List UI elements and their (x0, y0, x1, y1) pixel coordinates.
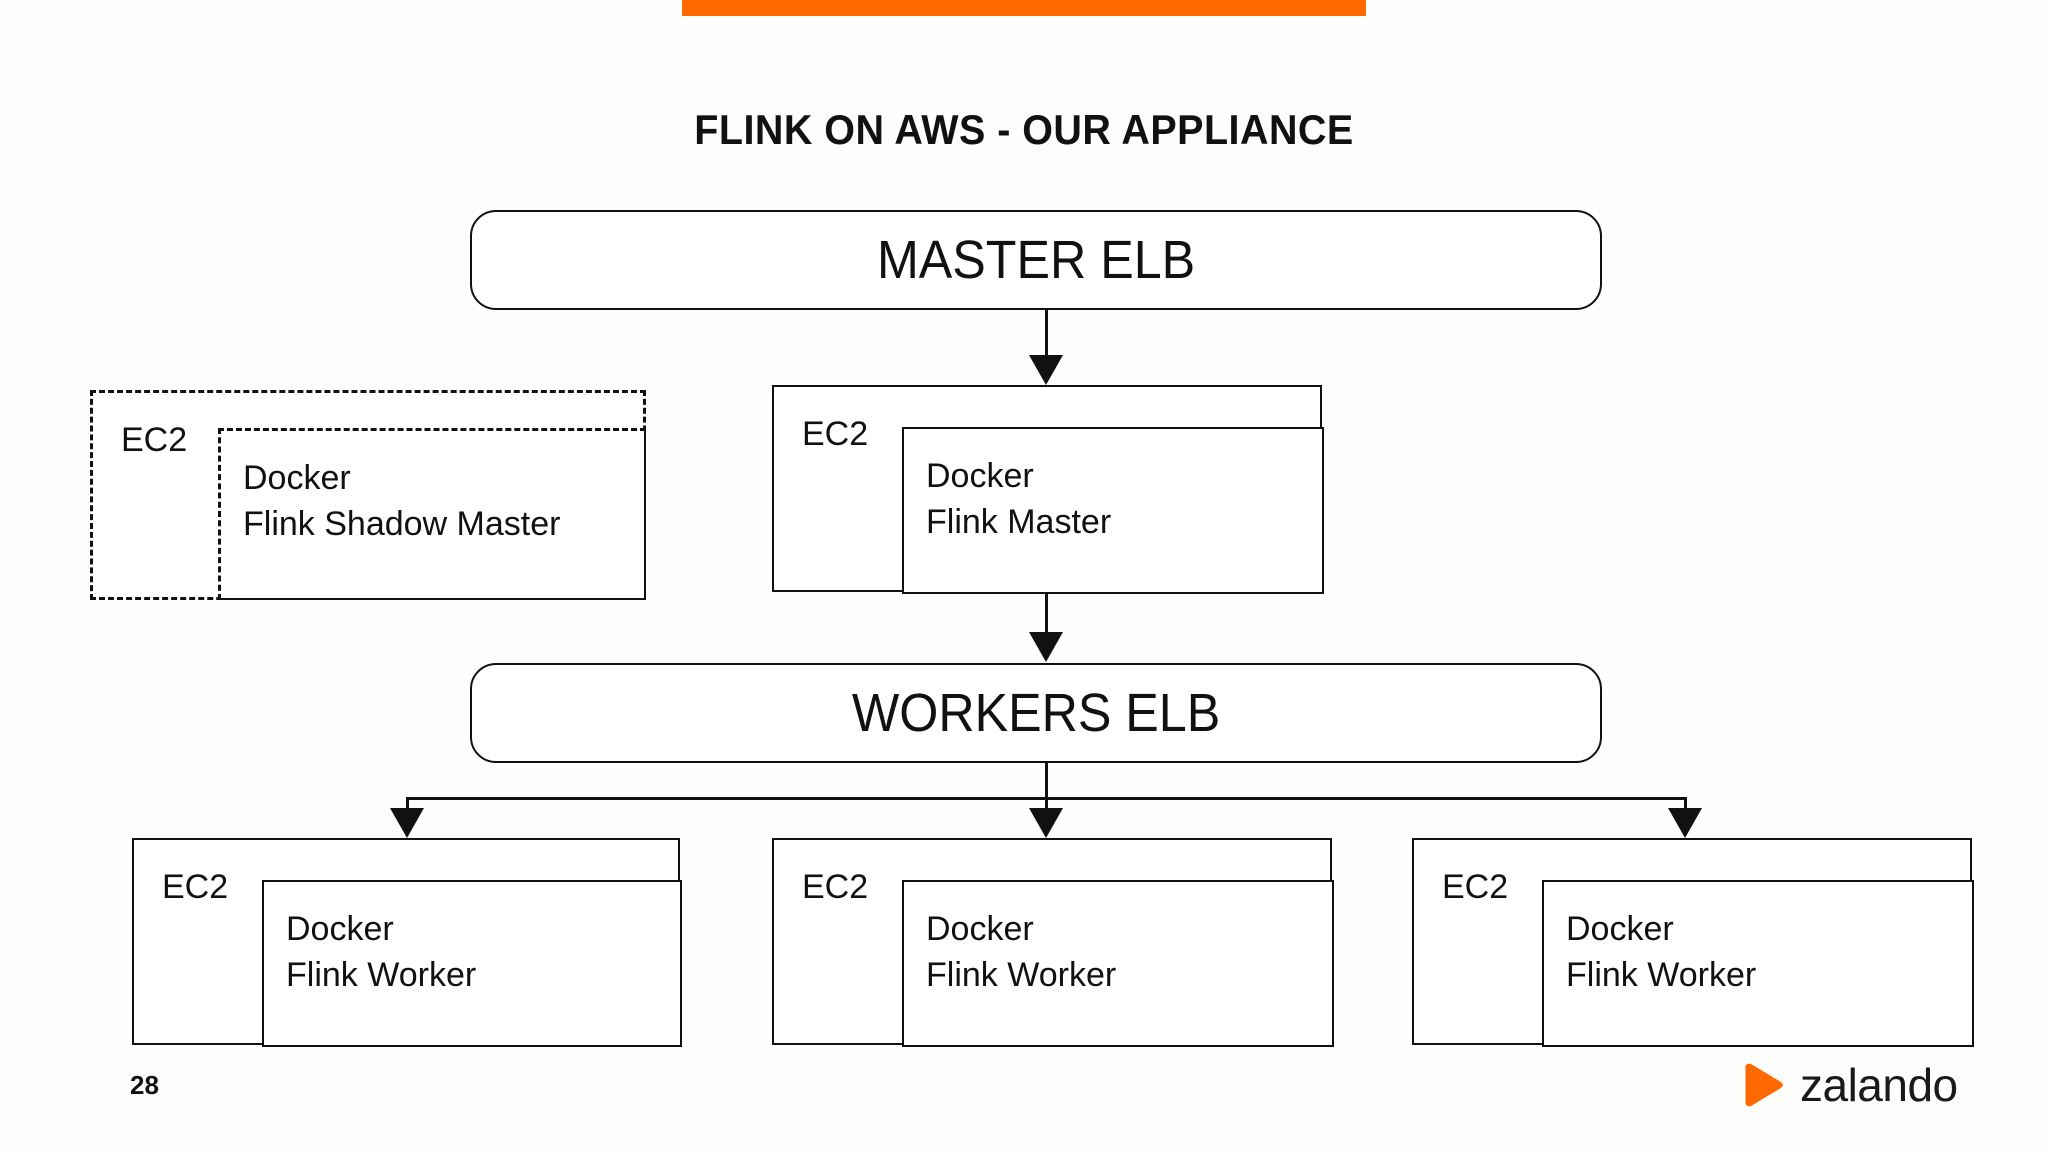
arrowhead-to-worker-3 (1668, 808, 1702, 838)
ec2-host-worker-2[interactable]: EC2 Docker Flink Worker (772, 838, 1334, 1047)
docker-container-worker-2[interactable]: Docker Flink Worker (902, 880, 1334, 1047)
zalando-play-triangle-icon (1745, 1063, 1783, 1107)
docker-container-shadow-master[interactable]: Docker Flink Shadow Master (218, 428, 646, 600)
docker-runtime-label: Docker (926, 910, 1034, 948)
docker-container-text: Docker Flink Worker (926, 906, 1116, 998)
docker-container-text: Docker Flink Worker (1566, 906, 1756, 998)
docker-container-text: Docker Flink Shadow Master (243, 455, 560, 547)
docker-container-text: Docker Flink Master (926, 453, 1111, 545)
docker-role-label: Flink Worker (286, 956, 477, 994)
ec2-host-label: EC2 (802, 415, 869, 453)
top-accent-bar (682, 0, 1366, 16)
arrowhead-master-elb-to-master (1029, 355, 1063, 385)
ec2-host-label: EC2 (802, 868, 869, 906)
arrowhead-to-worker-1 (390, 808, 424, 838)
docker-role-label: Flink Worker (1566, 956, 1757, 994)
connector-workers-elb-trunk (1045, 763, 1048, 799)
master-elb-node[interactable]: MASTER ELB (470, 210, 1602, 310)
page-number: 28 (130, 1070, 159, 1100)
brand-name: zalando (1800, 1059, 1958, 1111)
workers-elb-node[interactable]: WORKERS ELB (470, 663, 1602, 763)
connector-master-elb-to-master (1045, 310, 1048, 360)
docker-container-worker-1[interactable]: Docker Flink Worker (262, 880, 682, 1047)
ec2-host-worker-3[interactable]: EC2 Docker Flink Worker (1412, 838, 1974, 1047)
docker-runtime-label: Docker (926, 457, 1034, 495)
workers-elb-label: WORKERS ELB (851, 683, 1221, 743)
ec2-host-worker-1[interactable]: EC2 Docker Flink Worker (132, 838, 682, 1047)
ec2-host-label: EC2 (121, 421, 188, 459)
arrowhead-to-worker-2 (1029, 808, 1063, 838)
arrowhead-master-to-workers-elb (1029, 632, 1063, 662)
brand-logo: zalando (1740, 1062, 1958, 1108)
ec2-host-label: EC2 (162, 868, 229, 906)
docker-role-label: Flink Worker (926, 956, 1117, 994)
ec2-host-master[interactable]: EC2 Docker Flink Master (772, 385, 1324, 594)
docker-container-text: Docker Flink Worker (286, 906, 476, 998)
docker-role-label: Flink Master (926, 503, 1112, 541)
docker-role-label: Flink Shadow Master (243, 505, 561, 543)
docker-container-master[interactable]: Docker Flink Master (902, 427, 1324, 594)
connector-master-to-workers-elb (1045, 592, 1048, 637)
docker-container-worker-3[interactable]: Docker Flink Worker (1542, 880, 1974, 1047)
docker-runtime-label: Docker (286, 910, 394, 948)
docker-runtime-label: Docker (243, 459, 351, 497)
ec2-host-label: EC2 (1442, 868, 1509, 906)
master-elb-label: MASTER ELB (876, 230, 1196, 290)
docker-runtime-label: Docker (1566, 910, 1674, 948)
ec2-host-shadow-master[interactable]: EC2 Docker Flink Shadow Master (90, 390, 646, 600)
page-title: FLINK ON AWS - OUR APPLIANCE (694, 106, 1354, 153)
